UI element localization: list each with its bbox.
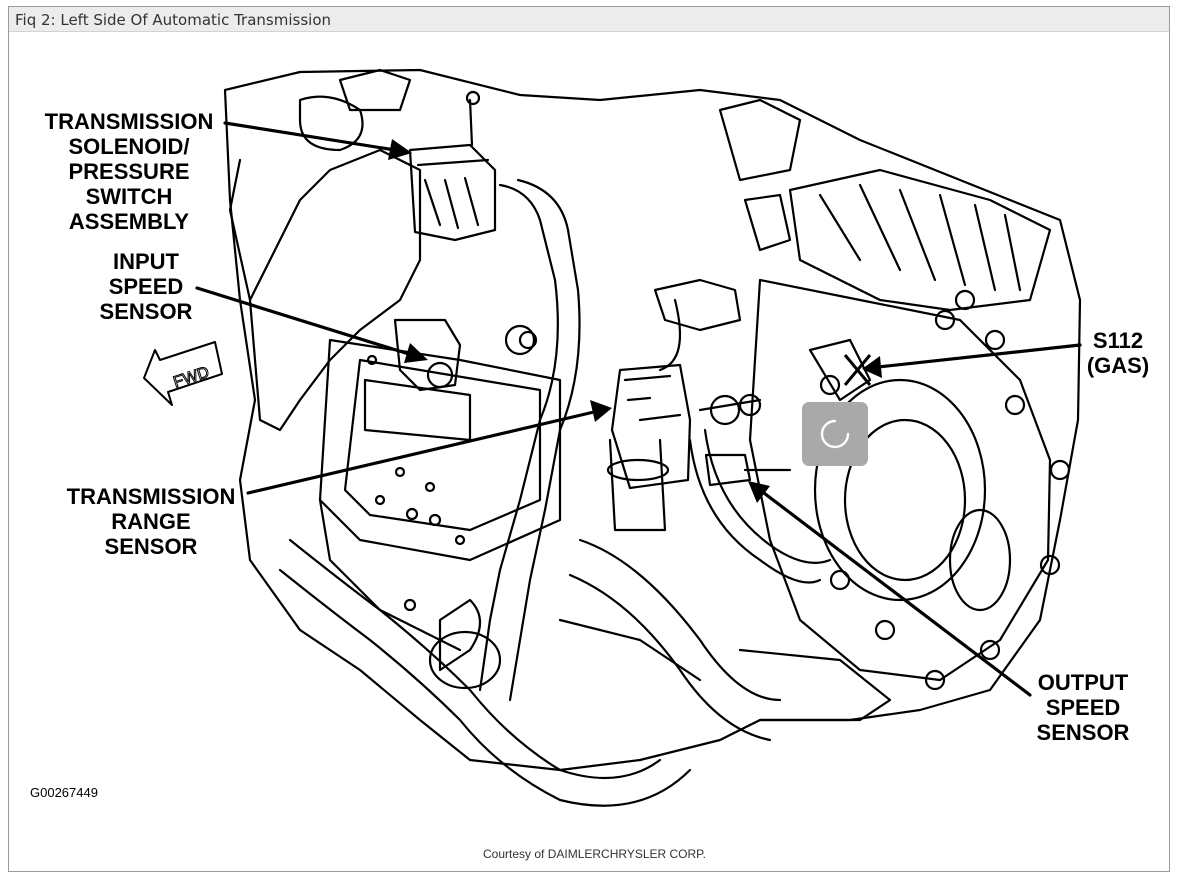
label-range-sensor: TRANSMISSION RANGE SENSOR [66, 484, 236, 559]
hose-lower-left [288, 538, 662, 780]
label-s112-gas: S112 (GAS) [1086, 328, 1150, 378]
input-speed-sensor [393, 318, 462, 392]
leader-input-speed [195, 286, 414, 357]
fwd-arrow [143, 341, 223, 406]
label-solenoid-assembly: TRANSMISSION SOLENOID/ PRESSURE SWITCH A… [44, 109, 214, 234]
label-input-speed-sensor: INPUT SPEED SENSOR [99, 249, 193, 324]
fwd-label: FWD [171, 364, 211, 391]
cooler-line [478, 183, 559, 692]
range-sensor [610, 363, 692, 490]
solenoid-assembly [408, 143, 497, 242]
bell-housing [248, 148, 422, 432]
leader-range [246, 410, 596, 495]
courtesy-credit: Courtesy of DAIMLERCHRYSLER CORP. [483, 847, 706, 861]
title-bar: Fiq 2: Left Side Of Automatic Transmissi… [9, 7, 1169, 32]
loading-spinner [802, 402, 868, 466]
valve-body [318, 338, 562, 562]
loading-spinner-icon [820, 419, 850, 449]
upper-casting [788, 168, 1052, 312]
side-cover [748, 278, 1052, 682]
leader-output-speed [758, 488, 1032, 697]
transmission-housing [223, 68, 1082, 772]
leader-s112 [876, 343, 1082, 369]
label-output-speed-sensor: OUTPUT SPEED SENSOR [1036, 670, 1130, 745]
output-speed-sensor [704, 453, 752, 487]
figure-code: G00267449 [30, 785, 98, 800]
figure-title: Fiq 2: Left Side Of Automatic Transmissi… [15, 11, 332, 29]
cover-boss [813, 378, 987, 602]
leader-solenoid [223, 121, 397, 152]
